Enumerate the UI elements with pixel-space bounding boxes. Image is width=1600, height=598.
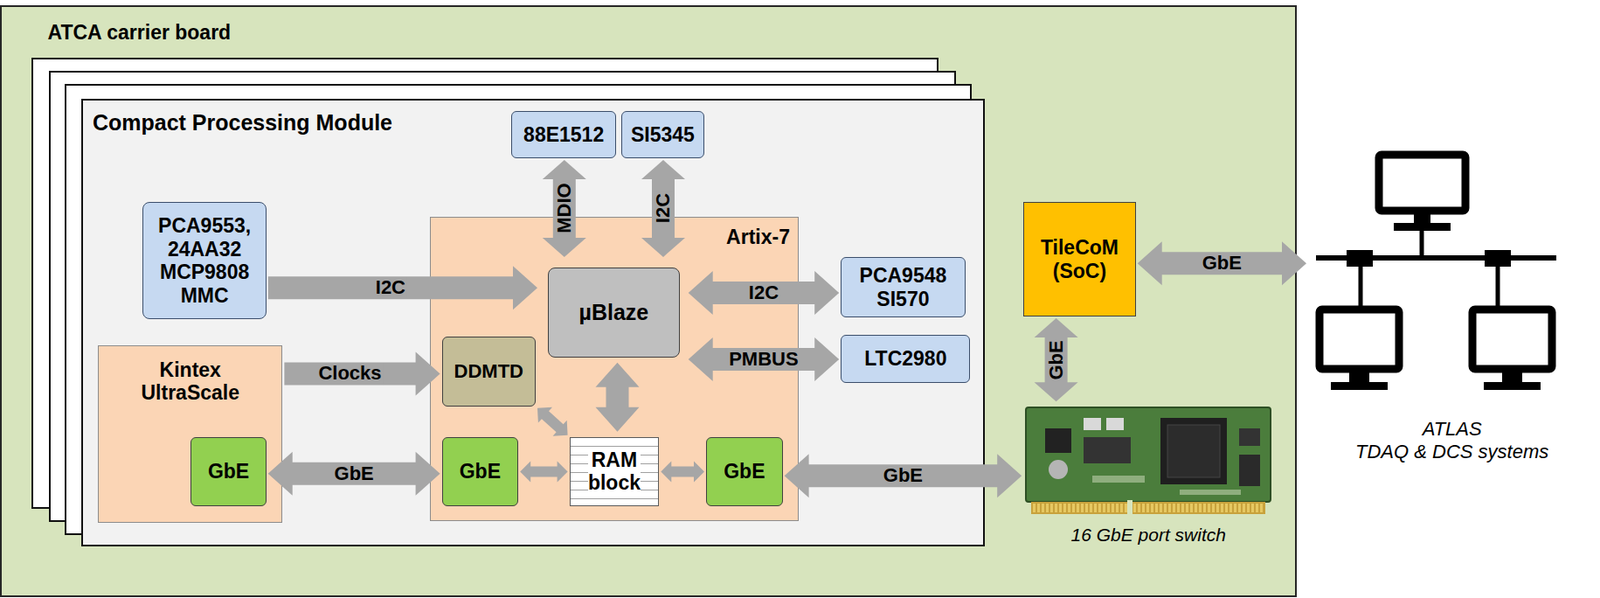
bus-label: Clocks <box>316 362 383 384</box>
soc-box: TileCoM (SoC) <box>1023 201 1136 317</box>
node-label: DDMTD <box>454 360 524 382</box>
block-arrow <box>1034 318 1079 402</box>
block-arrow <box>688 270 840 315</box>
component <box>1045 428 1072 453</box>
node-label: ATLAS <box>1422 417 1483 440</box>
bus-label: GbE <box>1200 252 1244 274</box>
node-label: Compact Processing Module <box>92 110 393 136</box>
node-label: GbE <box>723 459 765 483</box>
ddmtd-block: DDMTD <box>442 336 536 406</box>
monitor-base <box>1393 222 1451 231</box>
node-sublabel: TDAQ & DCS systems <box>1355 440 1549 463</box>
pcb <box>1025 407 1271 502</box>
node-label: LTC2980 <box>864 346 947 370</box>
network-tap <box>1484 249 1511 267</box>
bus-label: MDIO <box>554 181 575 236</box>
block-arrow <box>268 451 441 496</box>
block-arrow <box>784 453 1023 498</box>
chip-die <box>1167 424 1220 478</box>
node-label: PCA9553, 24AA32 MCP9808 MMC <box>158 214 251 307</box>
node-label: 88E1512 <box>523 123 604 146</box>
switch-chip <box>1160 417 1227 485</box>
bus-label: GbE <box>1045 338 1067 381</box>
switch-board-photo <box>1025 407 1271 516</box>
fpga-block: Kintex UltraScaleGbE <box>97 345 283 523</box>
component <box>1239 428 1261 446</box>
bus-label: I2C <box>374 277 408 298</box>
monitor-screen <box>1378 154 1466 211</box>
ram-block: RAM block <box>569 436 660 506</box>
monitor-base <box>1483 381 1541 390</box>
monitor-stand <box>1349 372 1370 383</box>
bus-label: I2C <box>747 282 781 304</box>
component <box>1239 454 1261 486</box>
bus-label: I2C <box>652 191 674 225</box>
component <box>1083 417 1102 430</box>
block-arrow <box>542 159 587 257</box>
silkscreen <box>1092 475 1145 483</box>
block-arrow <box>595 362 640 432</box>
gbe-port: GbE <box>190 436 266 506</box>
node-label: Artix-7 <box>726 225 790 249</box>
node-label: 16 GbE port switch <box>1071 524 1226 546</box>
block-arrow <box>268 265 538 310</box>
node-label: µBlaze <box>579 299 650 326</box>
component <box>1083 436 1131 464</box>
block-arrow <box>641 159 686 257</box>
gbe-port: GbE <box>442 436 520 506</box>
block-arrow <box>1137 241 1307 285</box>
monitor-stand <box>1502 372 1523 383</box>
silkscreen <box>1179 489 1241 495</box>
node-label: TileCoM (SoC) <box>1040 235 1119 283</box>
monitor-base <box>1330 381 1388 390</box>
monitor-screen <box>1472 309 1552 369</box>
node-label: Kintex UltraScale <box>140 358 240 405</box>
monitor-screen <box>1319 309 1400 369</box>
node-label: GbE <box>207 459 250 483</box>
processor-box: µBlaze <box>547 267 680 358</box>
component <box>1048 459 1068 479</box>
node-label: ATCA carrier board <box>48 20 232 44</box>
component <box>1106 417 1124 430</box>
network-tap <box>1346 249 1373 267</box>
block-arrow <box>660 461 705 483</box>
block-arrow <box>537 407 568 437</box>
connector-fingers <box>1032 503 1264 513</box>
node-label: SI5345 <box>630 123 695 146</box>
block-arrow <box>688 337 840 381</box>
bus-label: GbE <box>332 463 376 485</box>
network-icon <box>1316 154 1557 390</box>
node-label: GbE <box>459 459 501 483</box>
node-label: PCA9548 SI570 <box>859 263 948 311</box>
chip-box: 88E1512 <box>511 110 617 159</box>
bus-label: GbE <box>881 464 925 486</box>
node-label: RAM block <box>588 448 641 495</box>
chip-box: LTC2980 <box>840 334 970 383</box>
connector-notch <box>1127 499 1133 516</box>
block-arrow <box>519 461 568 483</box>
block-arrow <box>283 351 440 395</box>
edge-connector <box>1031 501 1266 514</box>
bus-label: PMBUS <box>727 348 800 370</box>
chip-box: PCA9548 SI570 <box>840 256 965 318</box>
chip-box: SI5345 <box>621 110 705 159</box>
network-drop <box>1419 228 1425 258</box>
gbe-port: GbE <box>706 436 783 506</box>
chip-box: PCA9553, 24AA32 MCP9808 MMC <box>142 201 266 319</box>
